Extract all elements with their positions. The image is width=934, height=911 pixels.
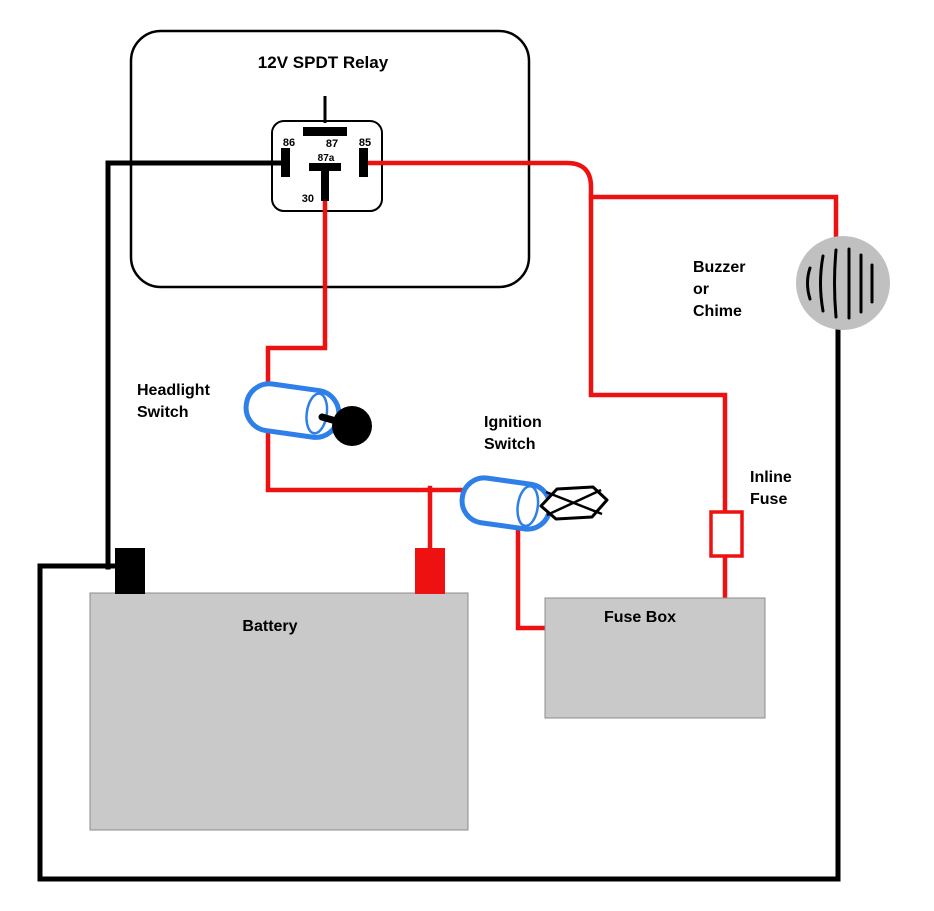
fuse-box xyxy=(544,597,766,719)
battery-positive-terminal xyxy=(415,548,445,594)
battery-box xyxy=(89,592,469,831)
wire-ground-relay86-to-battery xyxy=(105,160,290,570)
ignition-switch-label-line2: Switch xyxy=(484,436,536,453)
relay-pin-87 xyxy=(303,127,347,136)
relay-title: 12V SPDT Relay xyxy=(258,53,389,72)
battery-negative-terminal xyxy=(115,548,145,594)
headlight-switch xyxy=(243,381,342,440)
inline-fuse-label-line1: Inline xyxy=(750,469,792,486)
wire-ground-battery-to-buzzer xyxy=(37,327,841,882)
wire-power-ignition-to-fusebox xyxy=(515,517,552,631)
relay-pin-87a-label: 87a xyxy=(318,153,335,164)
battery-label: Battery xyxy=(242,618,297,635)
wire-power-buzzer-branch xyxy=(588,194,839,244)
relay-pin-86 xyxy=(281,148,290,177)
headlight-switch-knob xyxy=(332,406,372,446)
relay-pin-86-label: 86 xyxy=(283,137,295,149)
relay-pin-85 xyxy=(359,148,368,177)
relay-pin-30-label: 30 xyxy=(302,193,314,205)
inline-fuse-body xyxy=(709,510,744,558)
headlight-switch-label-line2: Switch xyxy=(137,404,189,421)
buzzer-grill-line xyxy=(819,254,825,313)
headlight-switch-label-line1: Headlight xyxy=(137,382,211,399)
buzzer-label-line1: Buzzer xyxy=(693,259,745,276)
inline-fuse-label-line2: Fuse xyxy=(750,491,787,508)
ignition-switch-cap-line xyxy=(516,484,540,528)
buzzer-body xyxy=(796,236,890,330)
ignition-switch-label-line1: Ignition xyxy=(484,414,542,431)
ignition-key-cross-line xyxy=(546,488,602,517)
wire-power-relay87a-to-switches xyxy=(265,163,471,493)
buzzer-label-line2: or xyxy=(693,281,709,298)
wire-power-relay85-to-inline-fuse xyxy=(363,160,728,519)
buzzer-label-line3: Chime xyxy=(693,303,742,320)
buzzer-grill-line xyxy=(806,266,812,301)
buzzer-grill-line xyxy=(833,248,838,319)
relay-pin-87a xyxy=(309,163,341,171)
ignition-switch xyxy=(459,475,553,532)
relay-pin-30 xyxy=(321,171,329,201)
relay-pin-85-label: 85 xyxy=(359,137,371,149)
fuse-box-label: Fuse Box xyxy=(604,609,676,626)
relay-pin-87-label: 87 xyxy=(326,138,338,150)
